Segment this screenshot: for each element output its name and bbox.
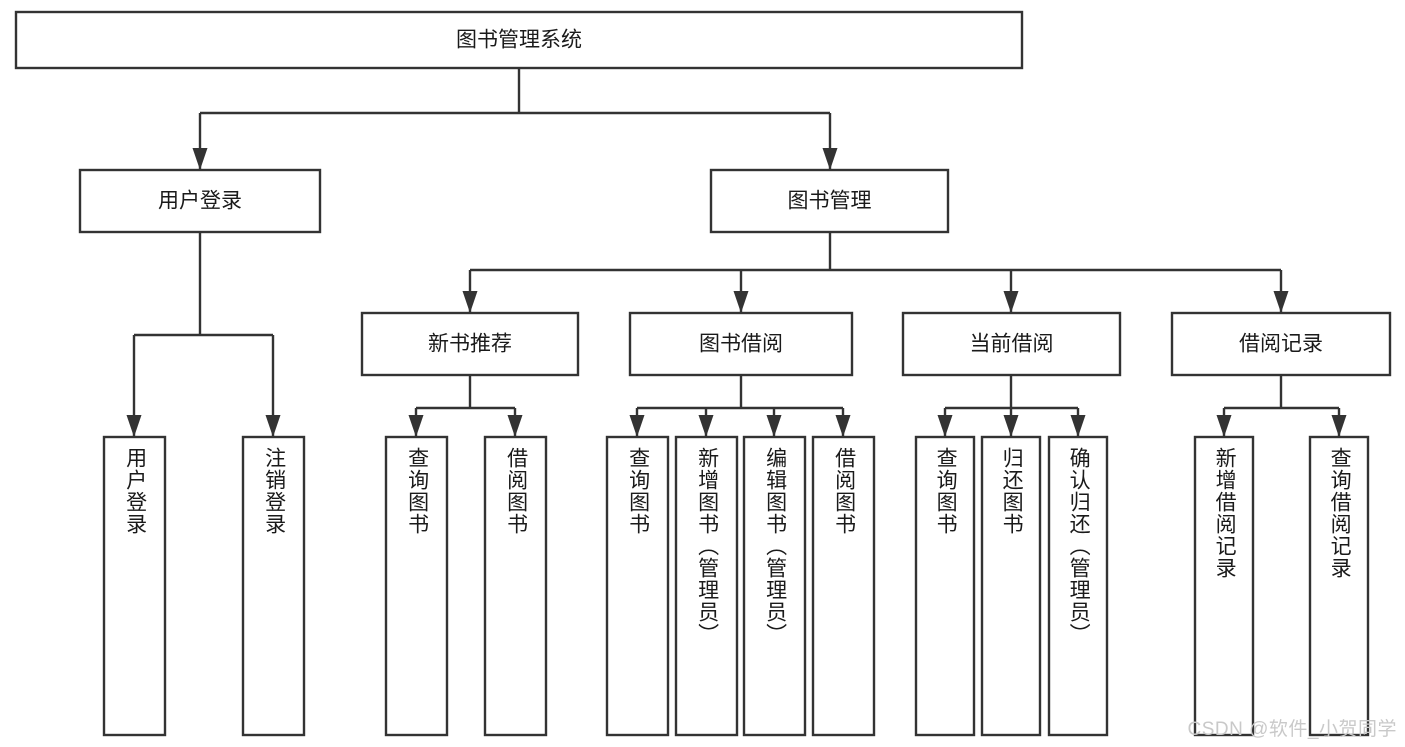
node-leaf-borrow-book-1-box[interactable] — [483, 435, 548, 737]
user-login-to-leaves-arrow-1 — [265, 415, 281, 437]
node-leaf-add-record-box[interactable] — [1193, 435, 1255, 737]
node-book-borrow-label: 图书借阅 — [699, 333, 783, 356]
node-leaf-query-book-1-box[interactable] — [384, 435, 449, 737]
box-layer — [14, 10, 1392, 737]
node-book-borrow-box[interactable] — [628, 311, 854, 377]
node-leaf-borrow-book-2-box[interactable] — [811, 435, 876, 737]
book-borrow-to-leaves-arrow-1 — [698, 415, 714, 437]
node-new-book-rec-label: 新书推荐 — [428, 333, 512, 356]
current-borrow-to-leaves-arrow-0 — [937, 415, 953, 437]
book-manage-to-level3-arrow-3 — [1273, 291, 1289, 313]
node-leaf-add-book-box[interactable] — [674, 435, 739, 737]
node-book-manage-label: 图书管理 — [788, 190, 872, 213]
book-borrow-to-leaves-arrow-3 — [835, 415, 851, 437]
current-borrow-to-leaves-arrow-2 — [1070, 415, 1086, 437]
current-borrow-to-leaves-arrow-1 — [1003, 415, 1019, 437]
watermark: CSDN @软件_小贺同学 — [1187, 719, 1397, 740]
node-leaf-confirm-return-box[interactable] — [1047, 435, 1109, 737]
node-leaf-query-record-box[interactable] — [1308, 435, 1370, 737]
book-manage-to-level3-arrow-0 — [462, 291, 478, 313]
node-leaf-logout-box[interactable] — [241, 435, 306, 737]
book-borrow-to-leaves-arrow-2 — [766, 415, 782, 437]
node-current-borrow-box[interactable] — [901, 311, 1122, 377]
borrow-record-to-leaves-arrow-1 — [1331, 415, 1347, 437]
node-user-login-label: 用户登录 — [158, 190, 242, 213]
node-leaf-query-book-3-box[interactable] — [914, 435, 976, 737]
book-borrow-to-leaves-arrow-0 — [629, 415, 645, 437]
node-current-borrow-label: 当前借阅 — [970, 333, 1054, 356]
node-leaf-user-login-box[interactable] — [102, 435, 167, 737]
root-to-level2-arrow-0 — [192, 148, 208, 170]
node-new-book-rec-box[interactable] — [360, 311, 580, 377]
book-manage-to-level3-arrow-1 — [733, 291, 749, 313]
borrow-record-to-leaves-arrow-0 — [1216, 415, 1232, 437]
book-manage-to-level3-arrow-2 — [1003, 291, 1019, 313]
node-leaf-query-book-2-box[interactable] — [605, 435, 670, 737]
node-borrow-record-box[interactable] — [1170, 311, 1392, 377]
node-book-manage-box[interactable] — [709, 168, 950, 234]
node-root-label: 图书管理系统 — [456, 29, 582, 52]
node-root-box[interactable] — [14, 10, 1024, 70]
root-to-level2-arrow-1 — [822, 148, 838, 170]
node-borrow-record-label: 借阅记录 — [1239, 333, 1323, 356]
connector-layer — [126, 68, 1347, 437]
user-login-to-leaves-arrow-0 — [126, 415, 142, 437]
node-leaf-return-book-box[interactable] — [980, 435, 1042, 737]
node-leaf-edit-book-box[interactable] — [742, 435, 807, 737]
new-book-to-leaves-arrow-1 — [507, 415, 523, 437]
node-user-login-box[interactable] — [78, 168, 322, 234]
new-book-to-leaves-arrow-0 — [408, 415, 424, 437]
